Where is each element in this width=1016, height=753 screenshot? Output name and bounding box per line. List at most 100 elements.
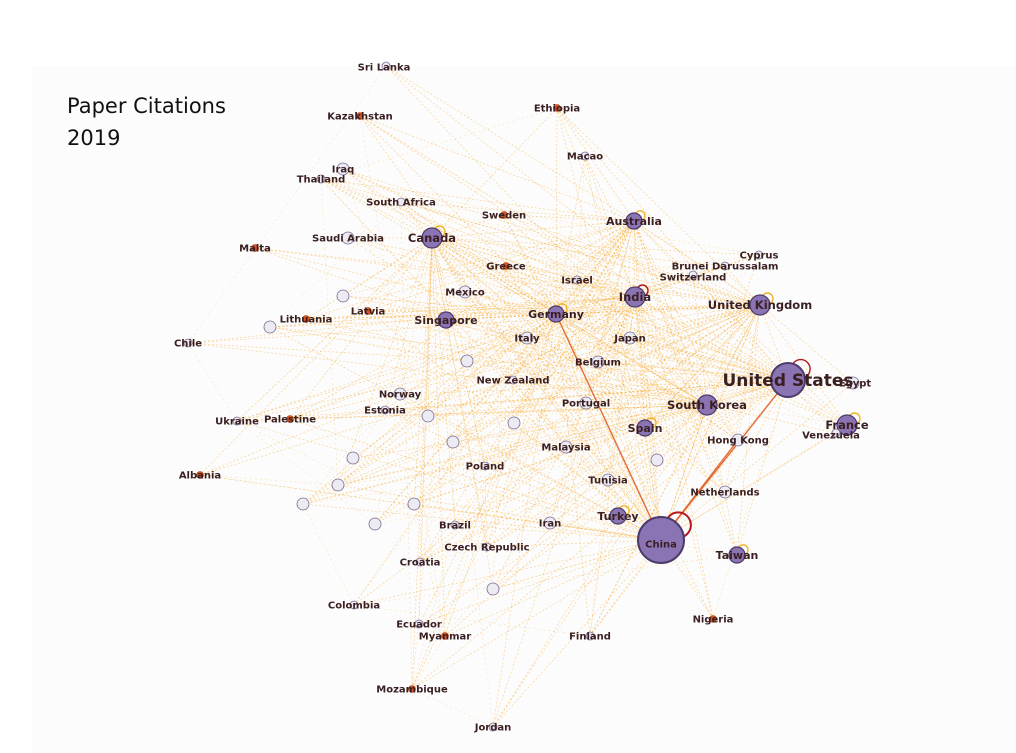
edge-united-states-belgium xyxy=(597,361,789,381)
node-south-korea[interactable] xyxy=(696,394,718,416)
edge-lithuania-south-korea xyxy=(305,318,708,406)
label-venezuela: Venezuela xyxy=(802,431,860,442)
node-ecuador[interactable] xyxy=(414,619,424,629)
edge-u9-south-korea xyxy=(302,404,708,505)
edge-portugal-south-korea xyxy=(585,402,708,406)
node-saudi-arabia[interactable] xyxy=(341,231,355,245)
node-tunisia[interactable] xyxy=(601,473,615,487)
node-switzerland[interactable] xyxy=(688,270,698,280)
node-estonia[interactable] xyxy=(380,405,390,415)
node-japan[interactable] xyxy=(623,331,637,345)
edge-saudi-arabia-spain xyxy=(347,237,646,429)
node-finland[interactable] xyxy=(585,631,595,641)
node-u10[interactable] xyxy=(407,497,421,511)
node-colombia[interactable] xyxy=(349,600,359,610)
node-taiwan[interactable] xyxy=(728,546,746,564)
edge-norway-united-states xyxy=(399,379,789,395)
node-u3[interactable] xyxy=(460,354,474,368)
label-finland: Finland xyxy=(569,632,611,643)
node-spain[interactable] xyxy=(636,419,654,437)
node-venezuela[interactable] xyxy=(831,428,841,438)
node-u13[interactable] xyxy=(650,453,664,467)
node-kazakhstan[interactable] xyxy=(356,112,364,120)
node-u12[interactable] xyxy=(486,582,500,596)
node-south-africa[interactable] xyxy=(396,197,406,207)
node-albania[interactable] xyxy=(196,471,204,479)
node-u1[interactable] xyxy=(263,320,277,334)
node-netherlands[interactable] xyxy=(718,485,732,499)
edge-palestine-germany xyxy=(289,313,557,420)
node-cyprus[interactable] xyxy=(754,250,764,260)
edge-brunei-darussalam-canada xyxy=(431,237,726,267)
node-jordan[interactable] xyxy=(488,722,498,732)
node-egypt[interactable] xyxy=(846,376,860,390)
edge-palestine-u4 xyxy=(289,415,429,420)
node-brunei-darussalam[interactable] xyxy=(720,261,730,271)
node-u7[interactable] xyxy=(346,451,360,465)
node-u9[interactable] xyxy=(296,497,310,511)
node-canada[interactable] xyxy=(421,227,443,249)
node-u4[interactable] xyxy=(421,409,435,423)
label-united-kingdom: United Kingdom xyxy=(708,298,812,312)
node-ukraine[interactable] xyxy=(232,416,242,426)
node-china[interactable] xyxy=(637,516,685,564)
node-sri-lanka[interactable] xyxy=(381,61,391,71)
node-chile[interactable] xyxy=(183,338,193,348)
node-u11[interactable] xyxy=(368,517,382,531)
node-iran[interactable] xyxy=(543,516,557,530)
node-greece[interactable] xyxy=(502,262,510,270)
edge-italy-myanmar xyxy=(444,337,528,637)
node-hong-kong[interactable] xyxy=(731,433,745,447)
node-belgium[interactable] xyxy=(591,355,605,369)
node-italy[interactable] xyxy=(520,331,534,345)
node-lithuania[interactable] xyxy=(302,315,310,323)
node-u8[interactable] xyxy=(331,478,345,492)
node-ethiopia[interactable] xyxy=(553,104,561,112)
node-mexico[interactable] xyxy=(458,285,472,299)
node-latvia[interactable] xyxy=(364,307,372,315)
node-layer xyxy=(183,61,860,732)
edge-u12-united-states xyxy=(492,379,789,590)
node-iraq[interactable] xyxy=(336,162,350,176)
label-switzerland: Switzerland xyxy=(660,273,727,284)
node-croatia[interactable] xyxy=(415,557,425,567)
edge-greece-united-kingdom xyxy=(505,265,761,306)
node-turkey[interactable] xyxy=(609,507,627,525)
edge-tunisia-south-korea xyxy=(607,404,708,481)
node-czech-republic[interactable] xyxy=(482,542,492,552)
node-palestine[interactable] xyxy=(286,415,294,423)
node-malaysia[interactable] xyxy=(559,440,573,454)
node-malta[interactable] xyxy=(251,244,259,252)
edge-mozambique-china xyxy=(411,539,662,690)
node-nigeria[interactable] xyxy=(709,615,717,623)
node-u6[interactable] xyxy=(507,416,521,430)
node-united-kingdom[interactable] xyxy=(749,294,771,316)
node-new-zealand[interactable] xyxy=(508,375,518,385)
node-australia[interactable] xyxy=(625,212,643,230)
edge-latvia-south-korea xyxy=(367,310,708,406)
node-united-states[interactable] xyxy=(770,362,806,398)
node-israel[interactable] xyxy=(572,275,582,285)
node-macao[interactable] xyxy=(580,151,590,161)
node-poland[interactable] xyxy=(480,461,490,471)
node-sweden[interactable] xyxy=(500,211,508,219)
node-brazil[interactable] xyxy=(450,520,460,530)
label-malta: Malta xyxy=(239,244,271,255)
label-mexico: Mexico xyxy=(445,288,485,299)
edge-albania-china xyxy=(199,474,662,541)
node-u5[interactable] xyxy=(446,435,460,449)
node-mozambique[interactable] xyxy=(408,685,416,693)
node-france[interactable] xyxy=(836,414,858,436)
edge-u12-spain xyxy=(492,427,646,590)
node-norway[interactable] xyxy=(393,387,407,401)
node-u2[interactable] xyxy=(336,289,350,303)
node-myanmar[interactable] xyxy=(441,632,449,640)
node-singapore[interactable] xyxy=(437,311,455,329)
node-thailand[interactable] xyxy=(316,174,326,184)
node-india[interactable] xyxy=(624,286,646,308)
edge-lithuania-australia xyxy=(305,220,635,320)
node-germany[interactable] xyxy=(547,305,565,323)
node-portugal[interactable] xyxy=(579,396,593,410)
edge-estonia-canada xyxy=(384,237,433,411)
